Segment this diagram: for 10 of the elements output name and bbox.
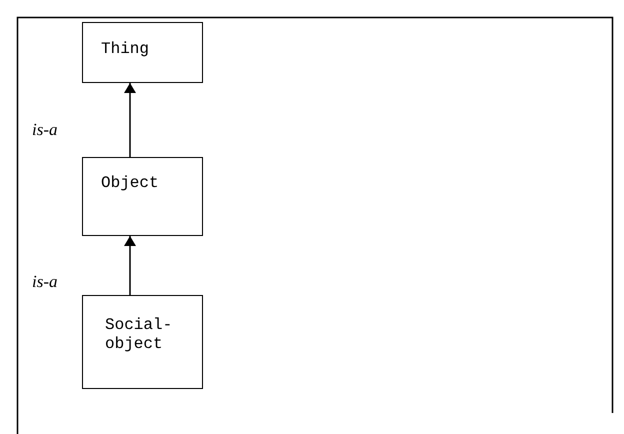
- arrow: [124, 83, 136, 157]
- class-name: Thing: [101, 40, 150, 59]
- edge-label: is-a: [32, 272, 58, 292]
- arrow: [124, 236, 136, 295]
- class-box: [82, 295, 203, 389]
- class-box: [82, 157, 203, 236]
- edge-label: is-a: [32, 120, 58, 140]
- class-box: [82, 22, 203, 83]
- class-name: Object: [101, 174, 160, 193]
- class-name: Social- object: [105, 316, 174, 354]
